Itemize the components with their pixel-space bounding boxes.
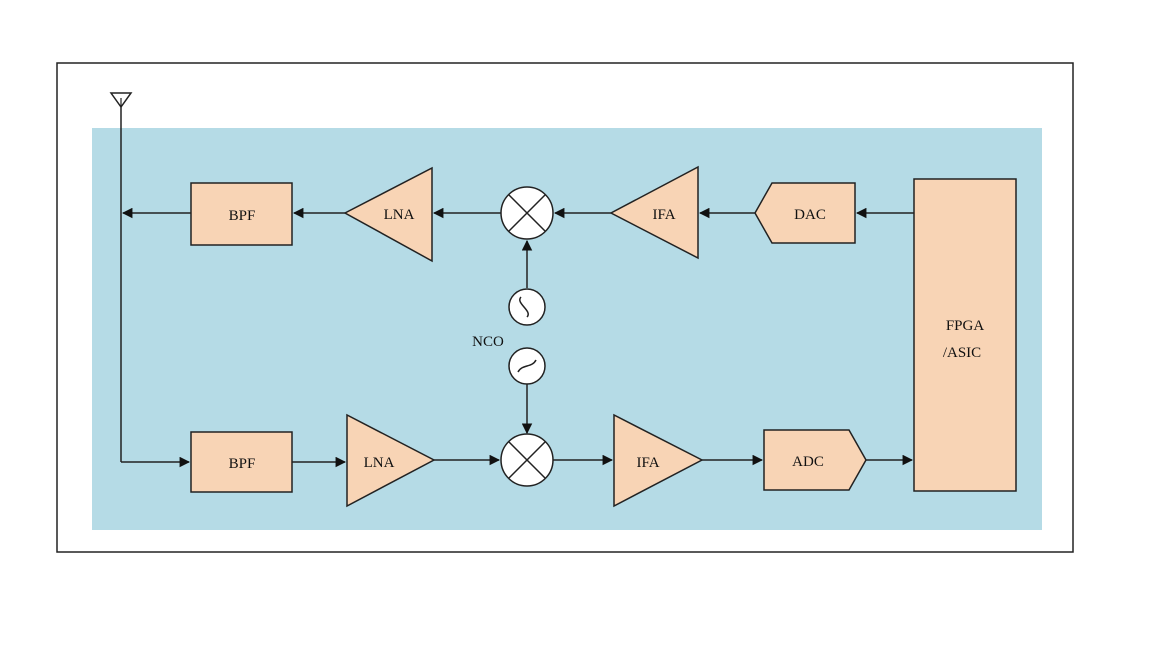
tx-ifa-label: IFA: [652, 207, 675, 223]
fpga-label-line1: FPGA: [946, 318, 985, 334]
rx-mixer-icon: [500, 433, 554, 487]
tx-lna-block: LNA: [343, 166, 433, 263]
nco-label: NCO: [472, 334, 504, 350]
tx-lna-label: LNA: [384, 207, 415, 223]
rx-lna-block: LNA: [346, 413, 436, 508]
adc-block: ADC: [763, 429, 867, 491]
oscillator-icon-top: [508, 288, 546, 326]
antenna-icon: [109, 92, 133, 462]
rx-lna-label: LNA: [364, 455, 395, 471]
tx-ifa-block: IFA: [609, 165, 699, 260]
tx-bpf-label: BPF: [229, 208, 256, 224]
rx-bpf-label: BPF: [229, 456, 256, 472]
rx-ifa-block: IFA: [613, 413, 704, 508]
fpga-label-line2: /ASIC: [943, 345, 981, 361]
dac-block: DAC: [754, 182, 856, 244]
tx-mixer-icon: [500, 186, 554, 240]
oscillator-icon-bottom: [508, 347, 546, 385]
tx-bpf-block: BPF: [190, 182, 293, 246]
rx-ifa-label: IFA: [636, 455, 659, 471]
rx-bpf-block: BPF: [190, 431, 293, 493]
dac-label: DAC: [794, 207, 826, 223]
fpga-asic-block: FPGA /ASIC: [913, 178, 1017, 492]
adc-label: ADC: [792, 454, 824, 470]
